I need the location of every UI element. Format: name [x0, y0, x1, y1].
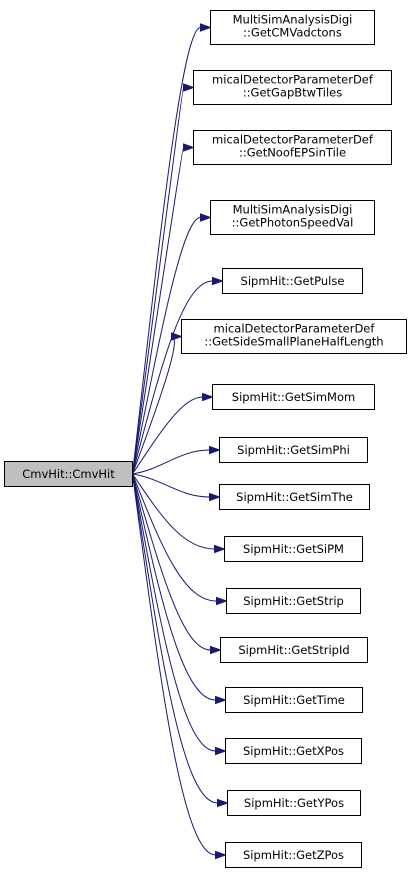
callee-node-box: [181, 319, 407, 354]
call-edge: [132, 280, 213, 475]
callee-node-label: SipmHit::GetSimMom: [232, 390, 355, 404]
call-edge-arrowhead: [216, 596, 229, 606]
callee-node-label: micalDetectorParameterDef: [214, 322, 376, 336]
callee-node-box: [212, 384, 375, 410]
callee-node[interactable]: SipmHit::GetTime: [225, 687, 363, 713]
call-edge: [132, 473, 217, 602]
callee-node-label: ::GetNoofEPSinTile: [239, 146, 346, 160]
call-edge: [132, 27, 201, 475]
callee-node[interactable]: MultiSimAnalysisDigi::GetCMVadctons: [210, 10, 375, 45]
call-edge-arrowhead: [212, 276, 225, 286]
callee-node-box: [225, 842, 362, 868]
callee-node-label: SipmHit::GetSimThe: [236, 490, 353, 504]
callee-node-box: [193, 130, 392, 165]
callee-node-label: ::GetGapBtwTiles: [243, 86, 342, 100]
call-edge: [132, 473, 218, 804]
callee-node-label: SipmHit::GetXPos: [243, 744, 344, 758]
callee-nodes: MultiSimAnalysisDigi::GetCMVadctonsmical…: [181, 10, 407, 868]
callee-node-label: micalDetectorParameterDef: [212, 73, 374, 87]
callee-node[interactable]: SipmHit::GetXPos: [225, 738, 362, 764]
callee-node-label: ::GetCMVadctons: [243, 26, 342, 40]
call-edge: [132, 473, 216, 701]
call-edge-arrowhead: [200, 23, 213, 32]
call-edge: [132, 396, 203, 475]
callee-node-box: [225, 687, 363, 713]
call-edge-arrowhead: [183, 143, 196, 152]
callee-node[interactable]: micalDetectorParameterDef::GetGapBtwTile…: [193, 70, 392, 105]
callee-node-box: [210, 10, 375, 45]
callee-node-box: [225, 738, 362, 764]
callee-node[interactable]: SipmHit::GetStripId: [220, 637, 368, 663]
call-edge: [132, 473, 210, 498]
callee-node[interactable]: SipmHit::GetPulse: [222, 268, 363, 294]
callee-node-label: SipmHit::GetZPos: [243, 848, 344, 862]
callee-node-label: SipmHit::GetSiPM: [243, 542, 344, 556]
call-edge-arrowhead: [215, 695, 228, 705]
call-edge-arrowhead: [215, 850, 228, 860]
callee-node-label: MultiSimAnalysisDigi: [233, 203, 353, 217]
callee-node[interactable]: SipmHit::GetSimThe: [219, 484, 370, 510]
call-edge: [132, 473, 216, 752]
call-edge-arrowhead: [200, 213, 213, 222]
callee-node-label: SipmHit::GetPulse: [241, 274, 345, 288]
root-node-box: [4, 461, 133, 487]
callee-node-label: SipmHit::GetStrip: [243, 594, 344, 608]
callee-node-box: [227, 790, 361, 816]
callee-node-label: SipmHit::GetTime: [243, 693, 345, 707]
callee-node-box: [193, 70, 392, 105]
call-edge-arrowhead: [209, 445, 222, 455]
callee-node-label: ::GetPhotonSpeedVal: [232, 216, 354, 230]
callee-node-label: SipmHit::GetSimPhi: [237, 443, 350, 457]
call-edge: [132, 449, 210, 475]
callee-node-label: ::GetSideSmallPlaneHalfLength: [204, 335, 383, 349]
call-edge-arrowhead: [209, 492, 222, 502]
callee-node[interactable]: micalDetectorParameterDef::GetNoofEPSinT…: [193, 130, 392, 165]
callee-node-box: [219, 484, 370, 510]
callee-node[interactable]: SipmHit::GetSimMom: [212, 384, 375, 410]
call-edge: [132, 336, 175, 475]
callee-node-box: [220, 637, 368, 663]
call-edge-arrowhead: [214, 544, 227, 554]
call-edge-arrowhead: [215, 746, 228, 756]
call-edge-arrowhead: [202, 392, 215, 402]
callee-node-box: [222, 268, 363, 294]
call-edge: [132, 473, 216, 856]
callee-node[interactable]: MultiSimAnalysisDigi::GetPhotonSpeedVal: [210, 200, 375, 235]
callee-node-label: micalDetectorParameterDef: [212, 133, 374, 147]
callee-node-label: SipmHit::GetStripId: [238, 643, 349, 657]
root-node-label: CmvHit::CmvHit: [22, 467, 115, 481]
callee-node-box: [226, 588, 361, 614]
callee-node[interactable]: SipmHit::GetZPos: [225, 842, 362, 868]
callee-node[interactable]: SipmHit::GetSimPhi: [219, 437, 368, 463]
call-edge-arrowhead: [210, 645, 223, 655]
callee-node[interactable]: micalDetectorParameterDef::GetSideSmallP…: [181, 319, 407, 354]
call-edge: [132, 473, 211, 651]
call-edge-arrowhead: [183, 83, 196, 92]
callee-node-label: MultiSimAnalysisDigi: [233, 13, 353, 27]
call-edge-arrowhead: [217, 798, 230, 808]
callee-node[interactable]: SipmHit::GetSiPM: [224, 536, 363, 562]
call-edge: [132, 217, 201, 475]
call-edge: [132, 147, 184, 475]
call-edge: [132, 473, 215, 550]
call-edge: [132, 87, 184, 475]
call-edges: [132, 23, 230, 860]
call-edge-arrowhead: [171, 332, 184, 341]
callee-node-box: [224, 536, 363, 562]
callee-node-label: SipmHit::GetYPos: [244, 796, 344, 810]
callee-node-box: [210, 200, 375, 235]
callee-node[interactable]: SipmHit::GetYPos: [227, 790, 361, 816]
callee-node[interactable]: SipmHit::GetStrip: [226, 588, 361, 614]
root-node-cmvhit[interactable]: CmvHit::CmvHit: [4, 461, 133, 487]
callee-node-box: [219, 437, 368, 463]
